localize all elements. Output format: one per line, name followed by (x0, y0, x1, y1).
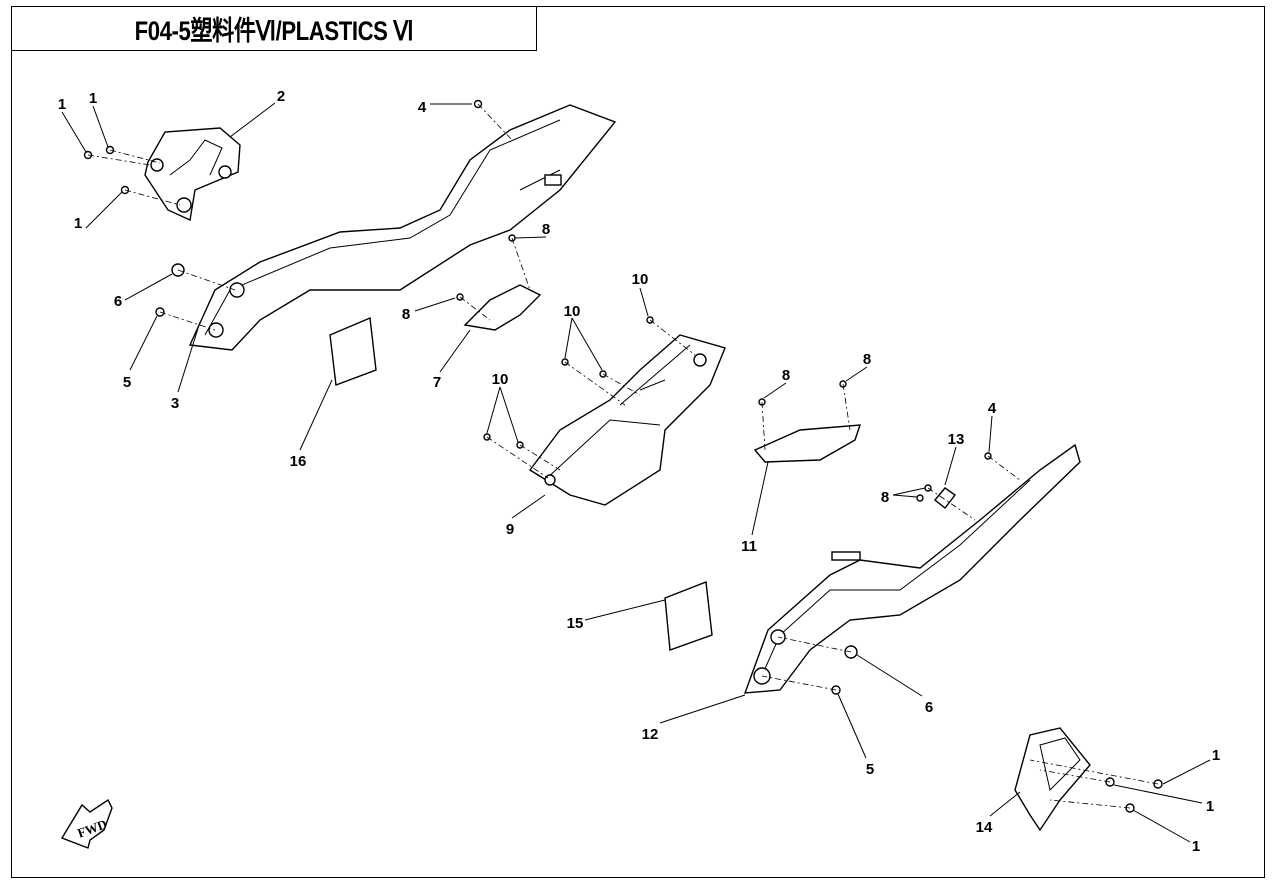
callout-label: 8 (881, 489, 889, 506)
callout-label: 1 (1212, 747, 1220, 764)
drawing-frame (11, 6, 1265, 878)
callout-label: 11 (741, 538, 757, 555)
callout-label: 15 (567, 615, 584, 632)
callout-label: 5 (866, 761, 874, 778)
callout-label: 1 (58, 96, 66, 113)
callout-label: 12 (642, 726, 659, 743)
callout-labels: 1 1 2 1 4 6 5 3 8 8 7 10 10 10 16 9 8 8 … (58, 88, 1220, 855)
part-7-bracket (463, 284, 542, 331)
callout-label: 8 (863, 351, 871, 368)
callout-label: 10 (492, 371, 509, 388)
callout-label: 13 (948, 431, 965, 448)
center-lines (87, 103, 1159, 809)
callout-label: 10 (632, 271, 649, 288)
part-2-bracket (144, 127, 241, 222)
callout-label: 14 (976, 819, 993, 836)
callout-label: 3 (171, 395, 179, 412)
callout-label: 5 (123, 374, 131, 391)
part-13-clip (934, 487, 957, 509)
callout-label: 4 (418, 99, 427, 116)
callout-label: 10 (564, 303, 581, 320)
title-box: F04-5塑料件Ⅵ/PLASTICS Ⅵ (11, 6, 537, 51)
part-15-decal (664, 581, 713, 651)
callout-label: 7 (433, 374, 441, 391)
callout-label: 1 (74, 215, 82, 232)
callout-label: 4 (988, 400, 997, 417)
page-title: F04-5塑料件Ⅵ/PLASTICS Ⅵ (134, 16, 414, 46)
callout-label: 6 (925, 699, 933, 716)
callout-label: 9 (506, 521, 514, 538)
part-9-rear-fender (528, 334, 726, 506)
callout-label: 1 (1206, 798, 1214, 815)
callout-label: 6 (114, 293, 122, 310)
part-14-bracket (1014, 727, 1091, 832)
part-3-left-side-cover (188, 104, 617, 351)
part-12-right-side-cover (743, 443, 1081, 694)
callout-label: 8 (542, 221, 550, 238)
callout-label: 8 (782, 367, 790, 384)
callout-label: 1 (1192, 838, 1200, 855)
part-16-decal (329, 316, 377, 386)
callout-label: 2 (277, 88, 285, 105)
forward-arrow-icon: FWD (60, 798, 113, 849)
callout-label: 8 (402, 306, 410, 323)
part-11-bracket (753, 424, 861, 463)
callout-label: 16 (290, 453, 307, 470)
callout-label: 1 (89, 90, 97, 107)
leader-lines (61, 102, 1211, 843)
